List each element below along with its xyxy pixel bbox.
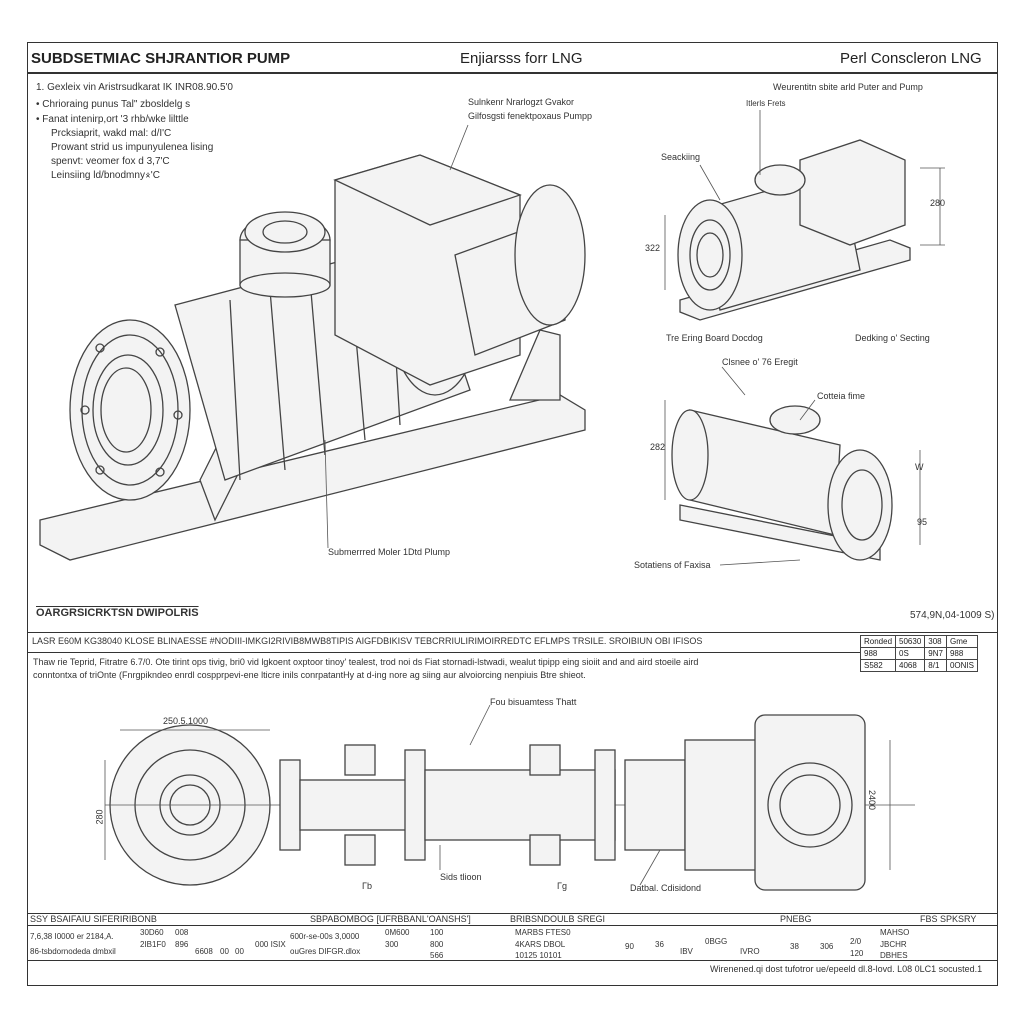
title-block-top	[27, 913, 998, 914]
title-block-footer: Wirenened.qi dost tufotror ue/epeeld dl.…	[710, 964, 983, 974]
dim-w: W	[915, 462, 924, 472]
title-block-cell: 30D60	[140, 928, 164, 937]
dim-95: 95	[917, 517, 928, 527]
title-block-cell: IBV	[680, 947, 693, 956]
title-block-cell: ouGres DIFGR.dlox	[290, 947, 361, 956]
right-title: Weurentitn sbite arld Puter and Pump	[773, 82, 923, 92]
title-block-cell: MARBS FTES0	[515, 928, 571, 937]
tb-header-5: FBS SPKSRY	[920, 914, 977, 924]
title-block-cell: 6608	[195, 947, 213, 956]
mark-2: Γg	[557, 881, 567, 891]
header-divider	[27, 72, 998, 74]
title-block-cell: 0BGG	[705, 937, 728, 946]
title-block-cell: 000 ISIX	[255, 940, 286, 949]
seacking-label: Seackiing	[661, 152, 701, 162]
board-label: Tre Ering Board Docdog	[666, 333, 763, 343]
header-right-title: Perl Conscleron LNG	[840, 50, 982, 67]
right-lower-pump-drawing	[664, 366, 921, 566]
note-5: Prowant strid us impunyulenea lising	[51, 142, 214, 153]
note-1: 1. Gexleix vin Aristrsudkarat IK INR08.9…	[36, 82, 233, 93]
note-2: • Chrioraing punus Tal" zbosldelg s	[36, 99, 191, 110]
tb-header-4: PNEBG	[780, 914, 812, 924]
tb-header-1: SSY BSAIFAIU SIFERIRIBONB	[30, 914, 157, 924]
section-divider-top	[27, 632, 998, 633]
section-desc-2: conntontxa of triOnte (Fnrgpikndeo enrdl…	[33, 670, 586, 680]
mark-1: Γb	[362, 881, 372, 891]
title-block-cell: 600r-se-00s 3,0000	[290, 932, 360, 941]
lower-callout: Fou bisuamtess Thatt	[490, 697, 577, 707]
title-block-cell: 2IB1F0	[140, 940, 166, 949]
section-desc-1: Thaw rie Teprid, Fitratre 6.7/0. Ote tir…	[33, 657, 699, 667]
note-3: • Fanat intenirp,ort '3 rhb/wke lilttle	[36, 114, 189, 125]
title-block-cell: 0M600	[385, 928, 410, 937]
drawing-frame	[27, 42, 998, 986]
dim-282: 282	[650, 442, 666, 452]
main-caption: Submerrred Moler 1Dtd Plump	[328, 547, 451, 557]
title-block-cell: 2/0	[850, 937, 862, 946]
title-block-cell: 38	[790, 942, 799, 951]
title-block-cell: 10125 10101	[515, 951, 562, 960]
title-block-cell: 008	[175, 928, 189, 937]
main-pump-drawing	[39, 124, 586, 561]
title-block-cell: 120	[850, 949, 864, 958]
section-divider	[27, 652, 860, 653]
dim-280: 280	[930, 198, 946, 208]
title-block-cell: IVRO	[740, 947, 760, 956]
title-block-cell: 100	[430, 928, 444, 937]
main-callout-2: Gilfosgsti fenektpoxaus Pumpp	[468, 111, 593, 121]
title-block-cell: 300	[385, 940, 399, 949]
dim-right: 2400	[867, 789, 878, 811]
lower-elevation-drawing	[104, 704, 915, 891]
title-block-cell: 306	[820, 942, 834, 951]
header-left-title: SUBDSETMIAC SHJRANTIOR PUMP	[31, 50, 291, 67]
title-block-cell: 7,6,38 I0000 er 2184,A.	[30, 932, 114, 941]
note-4: Prcksiaprit, wakd mal: d/I'C	[51, 128, 172, 139]
title-block-cell: 90	[625, 942, 634, 951]
cotteia-label: Cotteia fime	[817, 391, 866, 401]
tb-header-2: SBPABOMBOG [UFRBBANL'OANSHS']	[310, 914, 471, 924]
right-upper-pump-drawing	[664, 110, 945, 321]
sotatiens-label: Sotatiens of Faxisa	[634, 560, 711, 570]
title-block-cell: 36	[655, 940, 664, 949]
title-block-cell: 00	[220, 947, 229, 956]
title-block-cell: MAHSO	[880, 928, 910, 937]
note-7: Leinsiing ld/bnodmny⨰'C	[51, 170, 160, 181]
title-block-bottom	[27, 960, 998, 961]
title-block-cell: 86-tsbdornodeda dmbxil	[30, 947, 116, 956]
title-block-cell: JBCHR	[880, 940, 907, 949]
title-block-cell: 00	[235, 947, 244, 956]
detail-label: Datbal. Cdisidond	[630, 883, 702, 893]
title-block-cell: DBHES	[880, 951, 908, 960]
decking-label: Dedking o' Secting	[855, 333, 930, 343]
title-block-cell: 4KARS DBOL	[515, 940, 566, 949]
dim-322: 322	[645, 243, 661, 253]
dim-left: 280	[94, 809, 105, 825]
sids-label: Sids tlioon	[440, 872, 482, 882]
main-callout-1: Sulnkenr Nrarlogzt Gvakor	[468, 97, 575, 107]
note-6: spenvt: veomer fox d 3,7'C	[51, 156, 170, 167]
title-block-row	[27, 925, 998, 926]
section-title: OARGRSICRKTSN DWIPOLRIS	[36, 607, 199, 619]
section-code: 574,9N,04-1009 S)	[910, 610, 995, 621]
iterls-label: Itlerls Frets	[746, 99, 786, 108]
dim-width: 250.5.1000	[163, 716, 209, 726]
clsnee-label: Clsnee o' 76 Eregit	[722, 357, 798, 367]
tb-header-3: BRIBSNDOULB SREGI	[510, 914, 606, 924]
title-block-cell: 566	[430, 951, 444, 960]
title-block-cell: 896	[175, 940, 189, 949]
title-block-cell: 800	[430, 940, 444, 949]
section-row-header: LASR E60M KG38040 KLOSE BLINAESSE #NODII…	[32, 636, 703, 646]
header-center-title: Enjiarsss forr LNG	[460, 50, 583, 67]
